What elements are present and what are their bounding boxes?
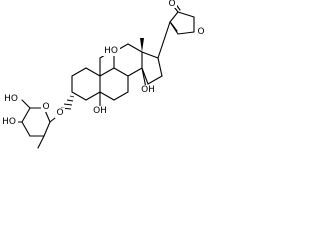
methyl-wedge — [140, 38, 144, 52]
bond — [71, 91, 87, 101]
hash-line — [69, 95, 75, 98]
bond — [21, 107, 31, 123]
ring-d — [141, 51, 163, 85]
bond — [71, 67, 87, 77]
bond — [169, 11, 179, 23]
bond — [37, 135, 45, 149]
bond — [99, 91, 115, 101]
bond — [85, 91, 101, 101]
hash-line — [66, 99, 74, 102]
bond — [127, 43, 143, 53]
ring-a — [71, 67, 101, 101]
sugar-c3-hydroxyl-label: HO — [2, 117, 16, 127]
atom-labels: O O HO OH OH O O HO HO — [0, 0, 206, 127]
c19-hydroxyl-label: HO — [104, 46, 118, 56]
bond — [21, 121, 31, 137]
bond — [170, 22, 178, 32]
c5-hydroxyl-label: OH — [93, 106, 107, 116]
bond — [157, 21, 171, 59]
bond — [127, 67, 143, 77]
chemical-structure: O O HO OH OH O O HO HO — [0, 0, 206, 149]
glycosidic-oxygen: O — [56, 108, 63, 118]
bond — [157, 57, 163, 77]
bond — [141, 51, 159, 59]
bond — [177, 31, 195, 35]
bond — [147, 75, 163, 85]
bond — [141, 67, 147, 89]
lactone-ring — [169, 2, 195, 35]
bond — [43, 121, 51, 137]
sugar-c4-hydroxyl-label: HO — [4, 94, 18, 104]
hash-line — [63, 103, 73, 106]
bond — [113, 91, 129, 101]
c14-hydroxyl-label: OH — [141, 85, 155, 95]
bond — [21, 99, 31, 109]
lactone-ring-oxygen: O — [197, 27, 204, 37]
bond — [99, 67, 115, 77]
sugar-ring — [21, 107, 51, 137]
bond — [113, 67, 129, 77]
lactone-carbonyl-oxygen: O — [168, 0, 175, 9]
bond — [85, 67, 101, 77]
sugar-ring-oxygen: O — [42, 102, 49, 112]
bond — [177, 11, 195, 18]
ring-b — [99, 67, 129, 101]
